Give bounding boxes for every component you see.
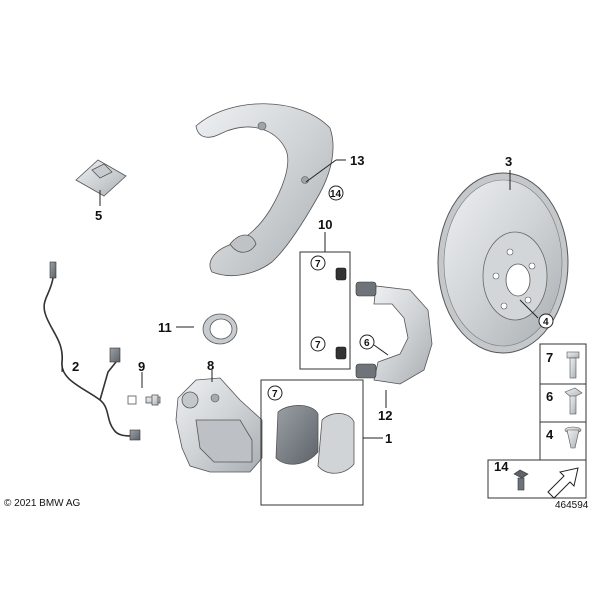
callout-7a-circle (310, 255, 326, 271)
callout-3: 3 (505, 154, 512, 169)
callout-5: 5 (95, 208, 102, 223)
legend-14-bolt (513, 469, 529, 491)
part-9-bleeder[interactable] (127, 394, 161, 406)
part-5-packet[interactable] (75, 159, 127, 197)
part-2-wear-sensor[interactable] (43, 261, 141, 441)
callout-4-circle (538, 313, 554, 329)
callout-10: 10 (318, 217, 332, 232)
callout-13: 13 (350, 153, 364, 168)
callout-7a: 7 (315, 259, 321, 270)
leader-lines (61, 159, 539, 439)
callout-6: 6 (364, 338, 370, 349)
callout-7b-circle (310, 336, 326, 352)
part-3-brake-disc[interactable] (437, 172, 569, 354)
callout-1: 1 (385, 431, 392, 446)
callout-6-circle (359, 334, 375, 350)
callout-7b: 7 (315, 340, 321, 351)
legend-6-bolt (564, 387, 583, 415)
callout-4: 4 (543, 317, 549, 328)
callout-2: 2 (72, 359, 79, 374)
callout-14: 14 (330, 189, 342, 200)
callout-7c-circle (267, 385, 283, 401)
callout-9: 9 (138, 359, 145, 374)
callout-7c: 7 (272, 389, 278, 400)
callout-8: 8 (207, 358, 214, 373)
legend-14: 14 (494, 459, 509, 474)
arrow-icon (547, 467, 579, 499)
part-1-box (260, 379, 364, 506)
legend-7: 7 (546, 350, 553, 365)
part-11-seal-ring[interactable] (202, 313, 238, 345)
part-8-caliper[interactable] (175, 377, 263, 473)
legend-6: 6 (546, 389, 553, 404)
legend-7-bolt (566, 351, 580, 379)
part-1-brake-pads[interactable] (275, 405, 355, 474)
diagram-id: 464594 (555, 500, 589, 511)
legend-4: 4 (546, 427, 554, 442)
legend-column (487, 343, 587, 499)
callout-14-circle (328, 185, 344, 201)
part-13-dust-shield[interactable] (195, 103, 334, 277)
part-10-guide-bolts[interactable] (335, 267, 347, 360)
copyright-text: © 2021 BMW AG (4, 498, 81, 509)
legend-4-screw (564, 426, 582, 449)
callout-11: 11 (158, 320, 172, 335)
callout-12: 12 (378, 408, 392, 423)
part-12-caliper-carrier[interactable] (355, 281, 433, 385)
